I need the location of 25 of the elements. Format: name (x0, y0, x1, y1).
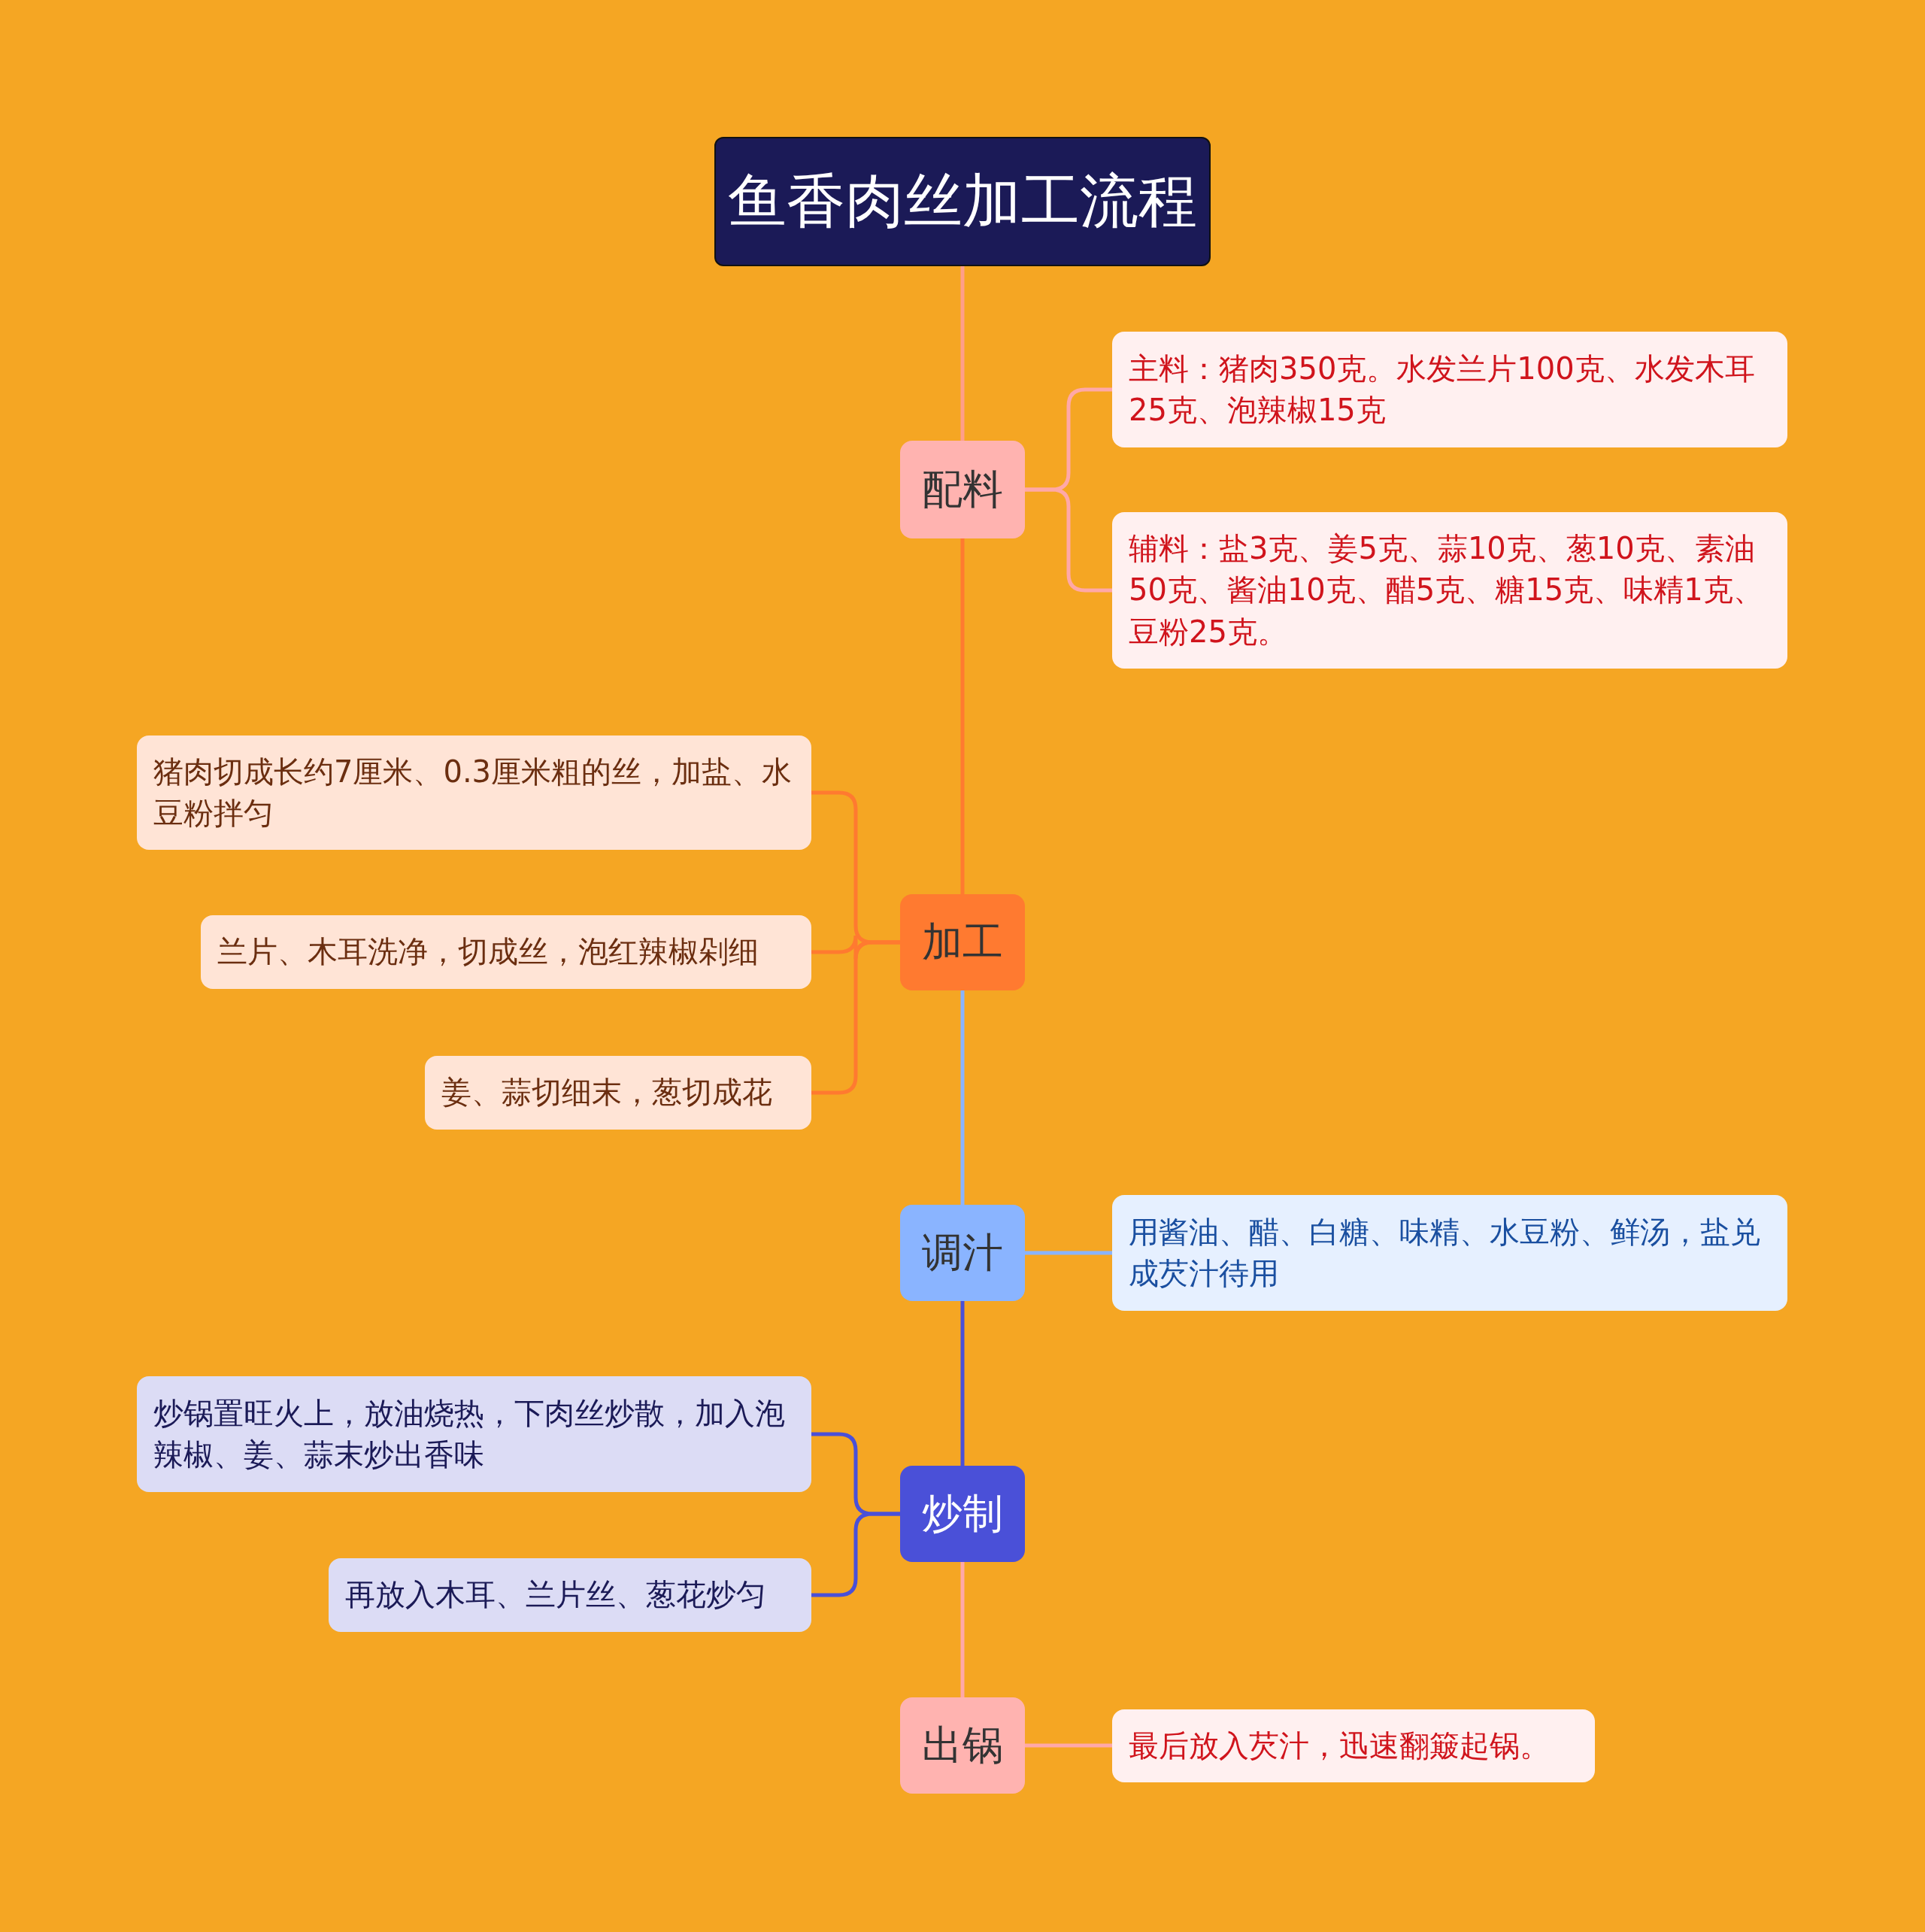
detail-box: 猪肉切成长约7厘米、0.3厘米粗的丝，加盐、水豆粉拌匀 (137, 735, 811, 850)
detail-box: 用酱油、醋、白糖、味精、水豆粉、鲜汤，盐兑成芡汁待用 (1112, 1195, 1787, 1311)
connector-line (811, 1512, 900, 1597)
connector-line (960, 538, 965, 894)
topic-box: 调汁 (900, 1205, 1025, 1301)
connector-line (1025, 1743, 1112, 1748)
title-box: 鱼香肉丝加工流程 (714, 137, 1211, 266)
detail-box: 姜、蒜切细末，葱切成花 (425, 1056, 811, 1130)
connector-line (1025, 1251, 1112, 1255)
topic-box: 配料 (900, 441, 1025, 538)
topic-box: 出锅 (900, 1697, 1025, 1794)
detail-box: 辅料：盐3克、姜5克、蒜10克、葱10克、素油50克、酱油10克、醋5克、糖15克、味精1克、豆粉25克。 (1112, 512, 1787, 669)
connector-line (960, 1301, 965, 1466)
detail-box: 炒锅置旺火上，放油烧热，下肉丝炒散，加入泡辣椒、姜、蒜末炒出香味 (137, 1376, 811, 1492)
detail-box: 再放入木耳、兰片丝、葱花炒匀 (329, 1558, 811, 1632)
detail-box: 兰片、木耳洗净，切成丝，泡红辣椒剁细 (201, 915, 811, 989)
detail-box: 主料：猪肉350克。水发兰片100克、水发木耳25克、泡辣椒15克 (1112, 332, 1787, 447)
topic-box: 炒制 (900, 1466, 1025, 1562)
topic-box: 加工 (900, 894, 1025, 990)
detail-box: 最后放入芡汁，迅速翻簸起锅。 (1112, 1709, 1595, 1782)
connector-line (811, 940, 900, 1095)
connector-line (1025, 487, 1112, 593)
connector-line (960, 1562, 965, 1697)
connector-line (960, 990, 965, 1205)
connector-line (960, 266, 965, 441)
